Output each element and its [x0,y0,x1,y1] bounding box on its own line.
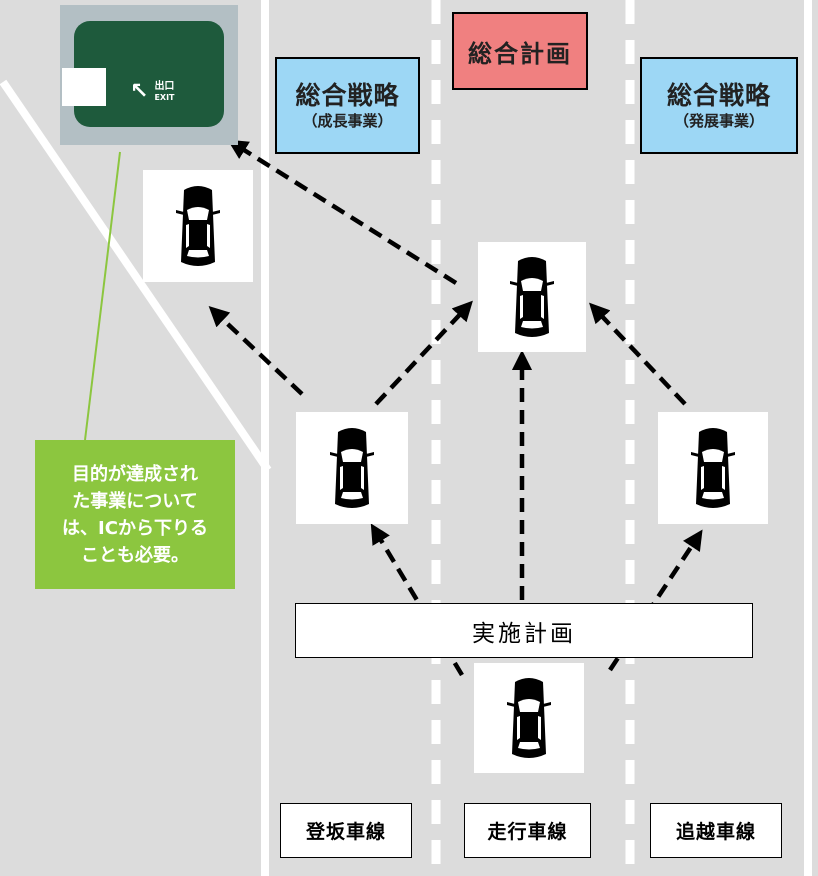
note-line: ことも必要。 [81,544,189,566]
car-upper-left [143,170,253,282]
car-center [478,242,586,352]
sign-exit-label: ↖ 出口 EXIT [130,79,206,105]
sign-white-panel [62,68,106,106]
car-left-lane [296,412,408,524]
arrow-right-to-center [589,302,687,406]
car-top-view-icon [510,257,554,337]
car-right-lane [658,412,768,524]
lane-label-text: 追越車線 [675,821,756,843]
arrow-left-to-upperleft [208,306,304,396]
highway-exit-sign: ↖ 出口 EXIT [60,5,238,145]
lane-label-passing: 追越車線 [650,803,782,858]
car-top-view-icon [691,428,735,508]
exit-ramp-line [0,79,272,473]
strategy-title: 総合戦略 [666,80,771,110]
strategy-subtitle: （成長事業） [302,111,393,130]
strategy-subtitle: （発展事業） [673,111,764,130]
note-line: 目的が達成され [72,463,198,485]
sign-exit-text: 出口 [154,81,175,92]
strategy-title: 総合戦略 [295,80,400,110]
note-line: た事業について [72,490,198,512]
overall-plan-box: 総合計画 [452,12,588,90]
lane-label-driving: 走行車線 [464,803,591,858]
lane-label-text: 走行車線 [487,821,568,843]
implementation-plan-box: 実施計画 [295,603,753,658]
note-line: は、ICから下りる [62,517,208,539]
lane-label-climbing: 登坂車線 [280,803,412,858]
lane-label-text: 登坂車線 [305,821,386,843]
leader-line [84,151,121,441]
car-top-view-icon [507,678,551,758]
strategy-box-growth: 総合戦略 （成長事業） [275,57,420,154]
car-top-view-icon [176,186,220,266]
implementation-plan-label: 実施計画 [472,620,576,647]
sign-exit-en: EXIT [154,93,175,102]
car-top-view-icon [330,428,374,508]
overall-plan-label: 総合計画 [468,39,572,68]
strategy-box-development: 総合戦略 （発展事業） [640,57,798,154]
arrow-up-left-icon: ↖ [130,79,149,104]
arrow-left-to-center [374,300,473,406]
note-box: 目的が達成され た事業について は、ICから下りる ことも必要。 [35,440,235,589]
car-bottom [474,663,584,773]
